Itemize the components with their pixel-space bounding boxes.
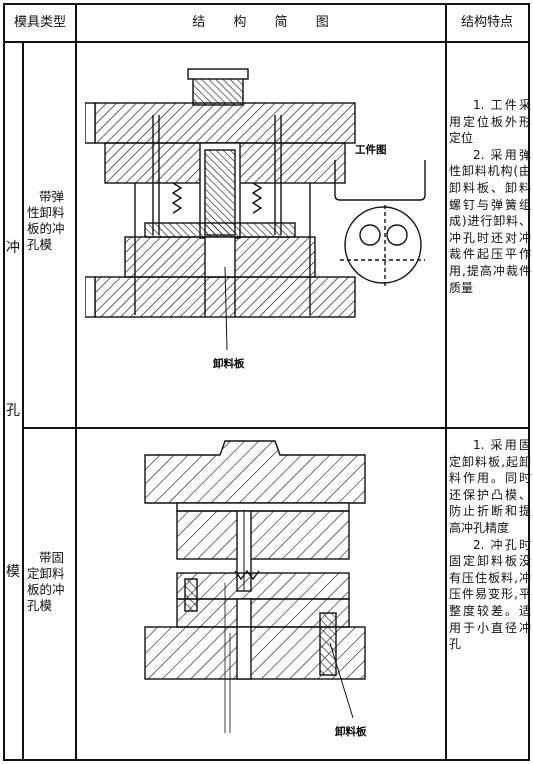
category-char: 模	[6, 564, 20, 580]
header-mold-type: 模具类型	[13, 15, 66, 30]
structure-table: 模具类型 结 构 简 图 结构特点 冲 孔 模 带弹 性卸料 板的冲 孔模 带固…	[3, 3, 531, 761]
figure-label: 工件图	[355, 143, 387, 156]
header-structure-diagram: 结 构 简 图	[192, 15, 329, 30]
structure-features-text: 1. 工件采用定位板外形定位 2. 采用弹性卸料机构(由卸料板、卸料螺钉与弹簧组…	[449, 98, 531, 295]
header-divider	[5, 41, 528, 43]
mold-type-name: 带固 定卸料 板的冲 孔模	[27, 550, 65, 613]
category-divider	[22, 42, 24, 759]
figure-label: 卸料板	[213, 357, 245, 370]
feature-column-divider	[445, 5, 447, 759]
category-char: 孔	[6, 403, 20, 419]
category-char: 冲	[6, 240, 20, 256]
row-divider	[22, 427, 528, 429]
die-diagram-elastic-stripper: 工件图 卸料板	[85, 68, 426, 370]
die-diagram-fixed-stripper: 卸料板	[144, 440, 367, 738]
header-structure-features: 结构特点	[460, 15, 513, 30]
figure-label: 卸料板	[335, 725, 367, 738]
type-column-divider	[75, 5, 77, 759]
structure-features-text: 1. 采用固定卸料板,起卸料作用。同时还保护凸模、防止折断和提高冲孔精度 2. …	[449, 438, 531, 652]
mold-type-name: 带弹 性卸料 板的冲 孔模	[27, 189, 65, 252]
